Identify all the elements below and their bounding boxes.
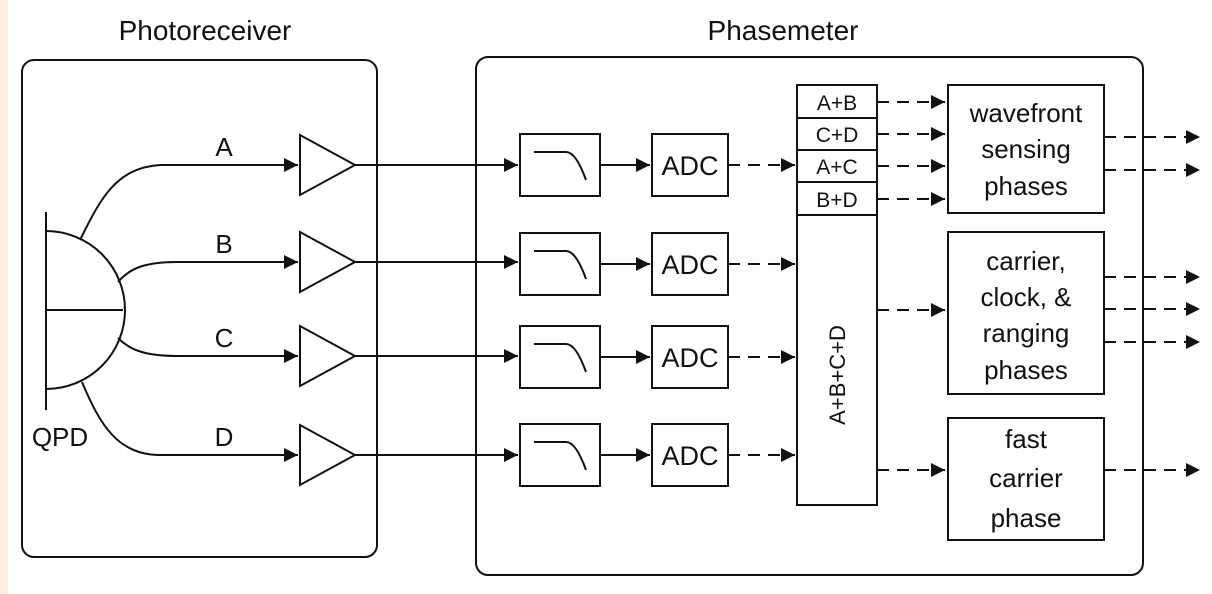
fast-line-1: fast [1005, 424, 1048, 454]
wavefront-line-1: wavefront [969, 98, 1083, 128]
sum-label-ab: A+B [817, 92, 857, 115]
lowpass-filters [519, 133, 601, 487]
wavefront-line-3: phases [984, 171, 1068, 201]
adc-box-c [651, 325, 729, 389]
sum-label-ac: A+C [816, 156, 857, 179]
combiner-to-output-wires [877, 95, 945, 477]
sum-label-cd: C+D [816, 124, 859, 147]
lowpass-filter-a [519, 133, 601, 197]
wavefront-output-box [947, 84, 1105, 214]
output-arrows [1104, 130, 1200, 477]
fast-line-3: phase [991, 503, 1062, 533]
sum-label-total: A+B+C+D [825, 325, 850, 425]
amplifier-b [299, 230, 358, 294]
carrier-line-4: phases [984, 355, 1068, 385]
lowpass-filter-b [519, 232, 601, 296]
amplifier-a [299, 133, 358, 197]
amp-to-filter-wires [355, 158, 518, 462]
amplifier-d [299, 423, 358, 487]
carrier-output-box [947, 231, 1105, 395]
carrier-line-2: clock, & [980, 282, 1071, 312]
fast-carrier-output-box [947, 417, 1105, 541]
channel-label-d: D [215, 422, 234, 452]
adc-to-combiner-wires [728, 158, 795, 462]
carrier-line-1: carrier, [986, 246, 1065, 276]
adc-blocks [651, 133, 729, 487]
channel-label-a: A [215, 132, 233, 162]
channel-label-c: C [215, 323, 234, 353]
adc-box-a [651, 133, 729, 197]
channel-label-b: B [215, 229, 232, 259]
qpd-wires [79, 158, 298, 462]
filter-to-adc-wires [600, 158, 650, 462]
amplifiers [299, 133, 358, 487]
lowpass-filter-d [519, 423, 601, 487]
wavefront-line-2: sensing [981, 134, 1071, 164]
adc-box-d [651, 423, 729, 487]
lowpass-filter-c [519, 325, 601, 389]
adc-label-c: ADC [661, 343, 718, 373]
phasemeter-title: Phasemeter [708, 15, 859, 46]
photoreceiver-title: Photoreceiver [119, 15, 292, 46]
adc-label-b: ADC [661, 250, 718, 280]
sum-label-bd: B+D [816, 189, 857, 212]
qpd-label: QPD [32, 422, 88, 452]
adc-label-d: ADC [661, 441, 718, 471]
adc-label-a: ADC [661, 151, 718, 181]
amplifier-c [299, 324, 358, 388]
fast-line-2: carrier [989, 463, 1063, 493]
photoreceiver-box [21, 59, 378, 558]
combiner-block [796, 84, 878, 506]
carrier-line-3: ranging [983, 318, 1070, 348]
